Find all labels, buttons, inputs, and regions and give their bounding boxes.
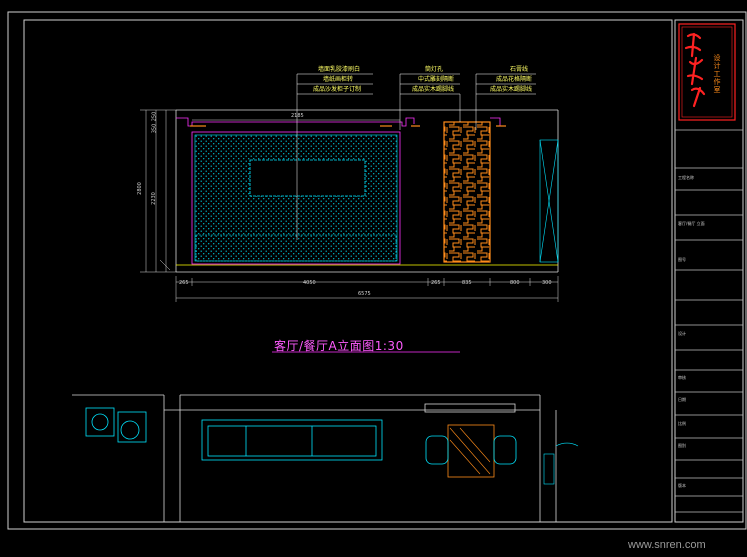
plan-bathroom-fixtures: [85, 407, 147, 443]
annotation-mid-2: 中式雕刻隔断: [418, 76, 455, 83]
wall-panel: [191, 131, 401, 265]
dim-bottom-seg-4: 835: [462, 280, 472, 286]
drawing-title: 客厅/餐厅A立面图1:30: [274, 339, 404, 353]
annotation-right-1: 石膏线: [510, 66, 529, 73]
title-block-entry: 日期: [678, 397, 686, 402]
dim-bottom-seg-3: 265: [431, 280, 441, 286]
annotation-right-2: 成品花格隔断: [496, 76, 533, 83]
title-block-entry: 版本: [678, 483, 686, 488]
dimension-lines: [140, 109, 559, 302]
dim-bottom-seg-6: 300: [542, 280, 552, 286]
dim-bottom-seg-5: 800: [510, 280, 520, 286]
title-block-entry: 客厅/餐厅 立面: [678, 221, 705, 226]
annotation-left-1: 墙面乳胶漆刷白: [318, 66, 361, 73]
right-cabinet: [539, 139, 559, 263]
logo-stamp: [678, 23, 736, 121]
inner-frame: [23, 19, 673, 523]
title-block-entry: 图号: [678, 257, 686, 262]
plan-dining-set: [425, 424, 517, 478]
title-block-rows: [675, 129, 743, 513]
lattice-partition: [443, 121, 491, 263]
logo-brush-mark: [684, 32, 706, 108]
dim-bottom-seg-1: 265: [179, 280, 189, 286]
title-block-entry: 审核: [678, 375, 686, 380]
title-block: [674, 19, 744, 523]
dim-height-top2: 350: [151, 123, 158, 134]
tv-niche: [249, 159, 366, 197]
annotation-mid-1: 筒灯孔: [425, 66, 444, 73]
title-block-entry: 图别: [678, 443, 686, 448]
title-block-entry: 工程名称: [678, 175, 694, 180]
watermark: www.snren.com: [628, 539, 706, 551]
annotation-mid-3: 成品实木踢脚线: [412, 86, 455, 93]
dim-height-top1: 250: [151, 111, 158, 122]
dim-height-lower: 2230: [150, 192, 157, 205]
outer-frame: [7, 11, 747, 530]
sofa-cabinet: [195, 234, 397, 262]
annotation-left-3: 成品沙发柜子订制: [313, 86, 362, 93]
dim-bottom-seg-2: 4050: [303, 280, 316, 286]
plan-sofa: [201, 419, 383, 461]
title-block-entry: 比例: [678, 421, 686, 426]
logo-subtitle: 设计工作室: [713, 54, 721, 94]
dim-height-total: 2800: [136, 182, 143, 195]
dim-overall-width: 6575: [358, 291, 371, 297]
plan-door-swing: [555, 442, 579, 447]
plan-walls: [72, 394, 557, 522]
dim-top-width: 2185: [291, 113, 304, 119]
annotation-leaders: [296, 73, 536, 240]
annotation-left-2: 墙纸画柜转: [323, 76, 354, 83]
annotation-right-3: 成品实木踢脚线: [490, 86, 533, 93]
wallpaper-area: [194, 134, 398, 262]
title-block-entry: 设计: [678, 331, 686, 336]
